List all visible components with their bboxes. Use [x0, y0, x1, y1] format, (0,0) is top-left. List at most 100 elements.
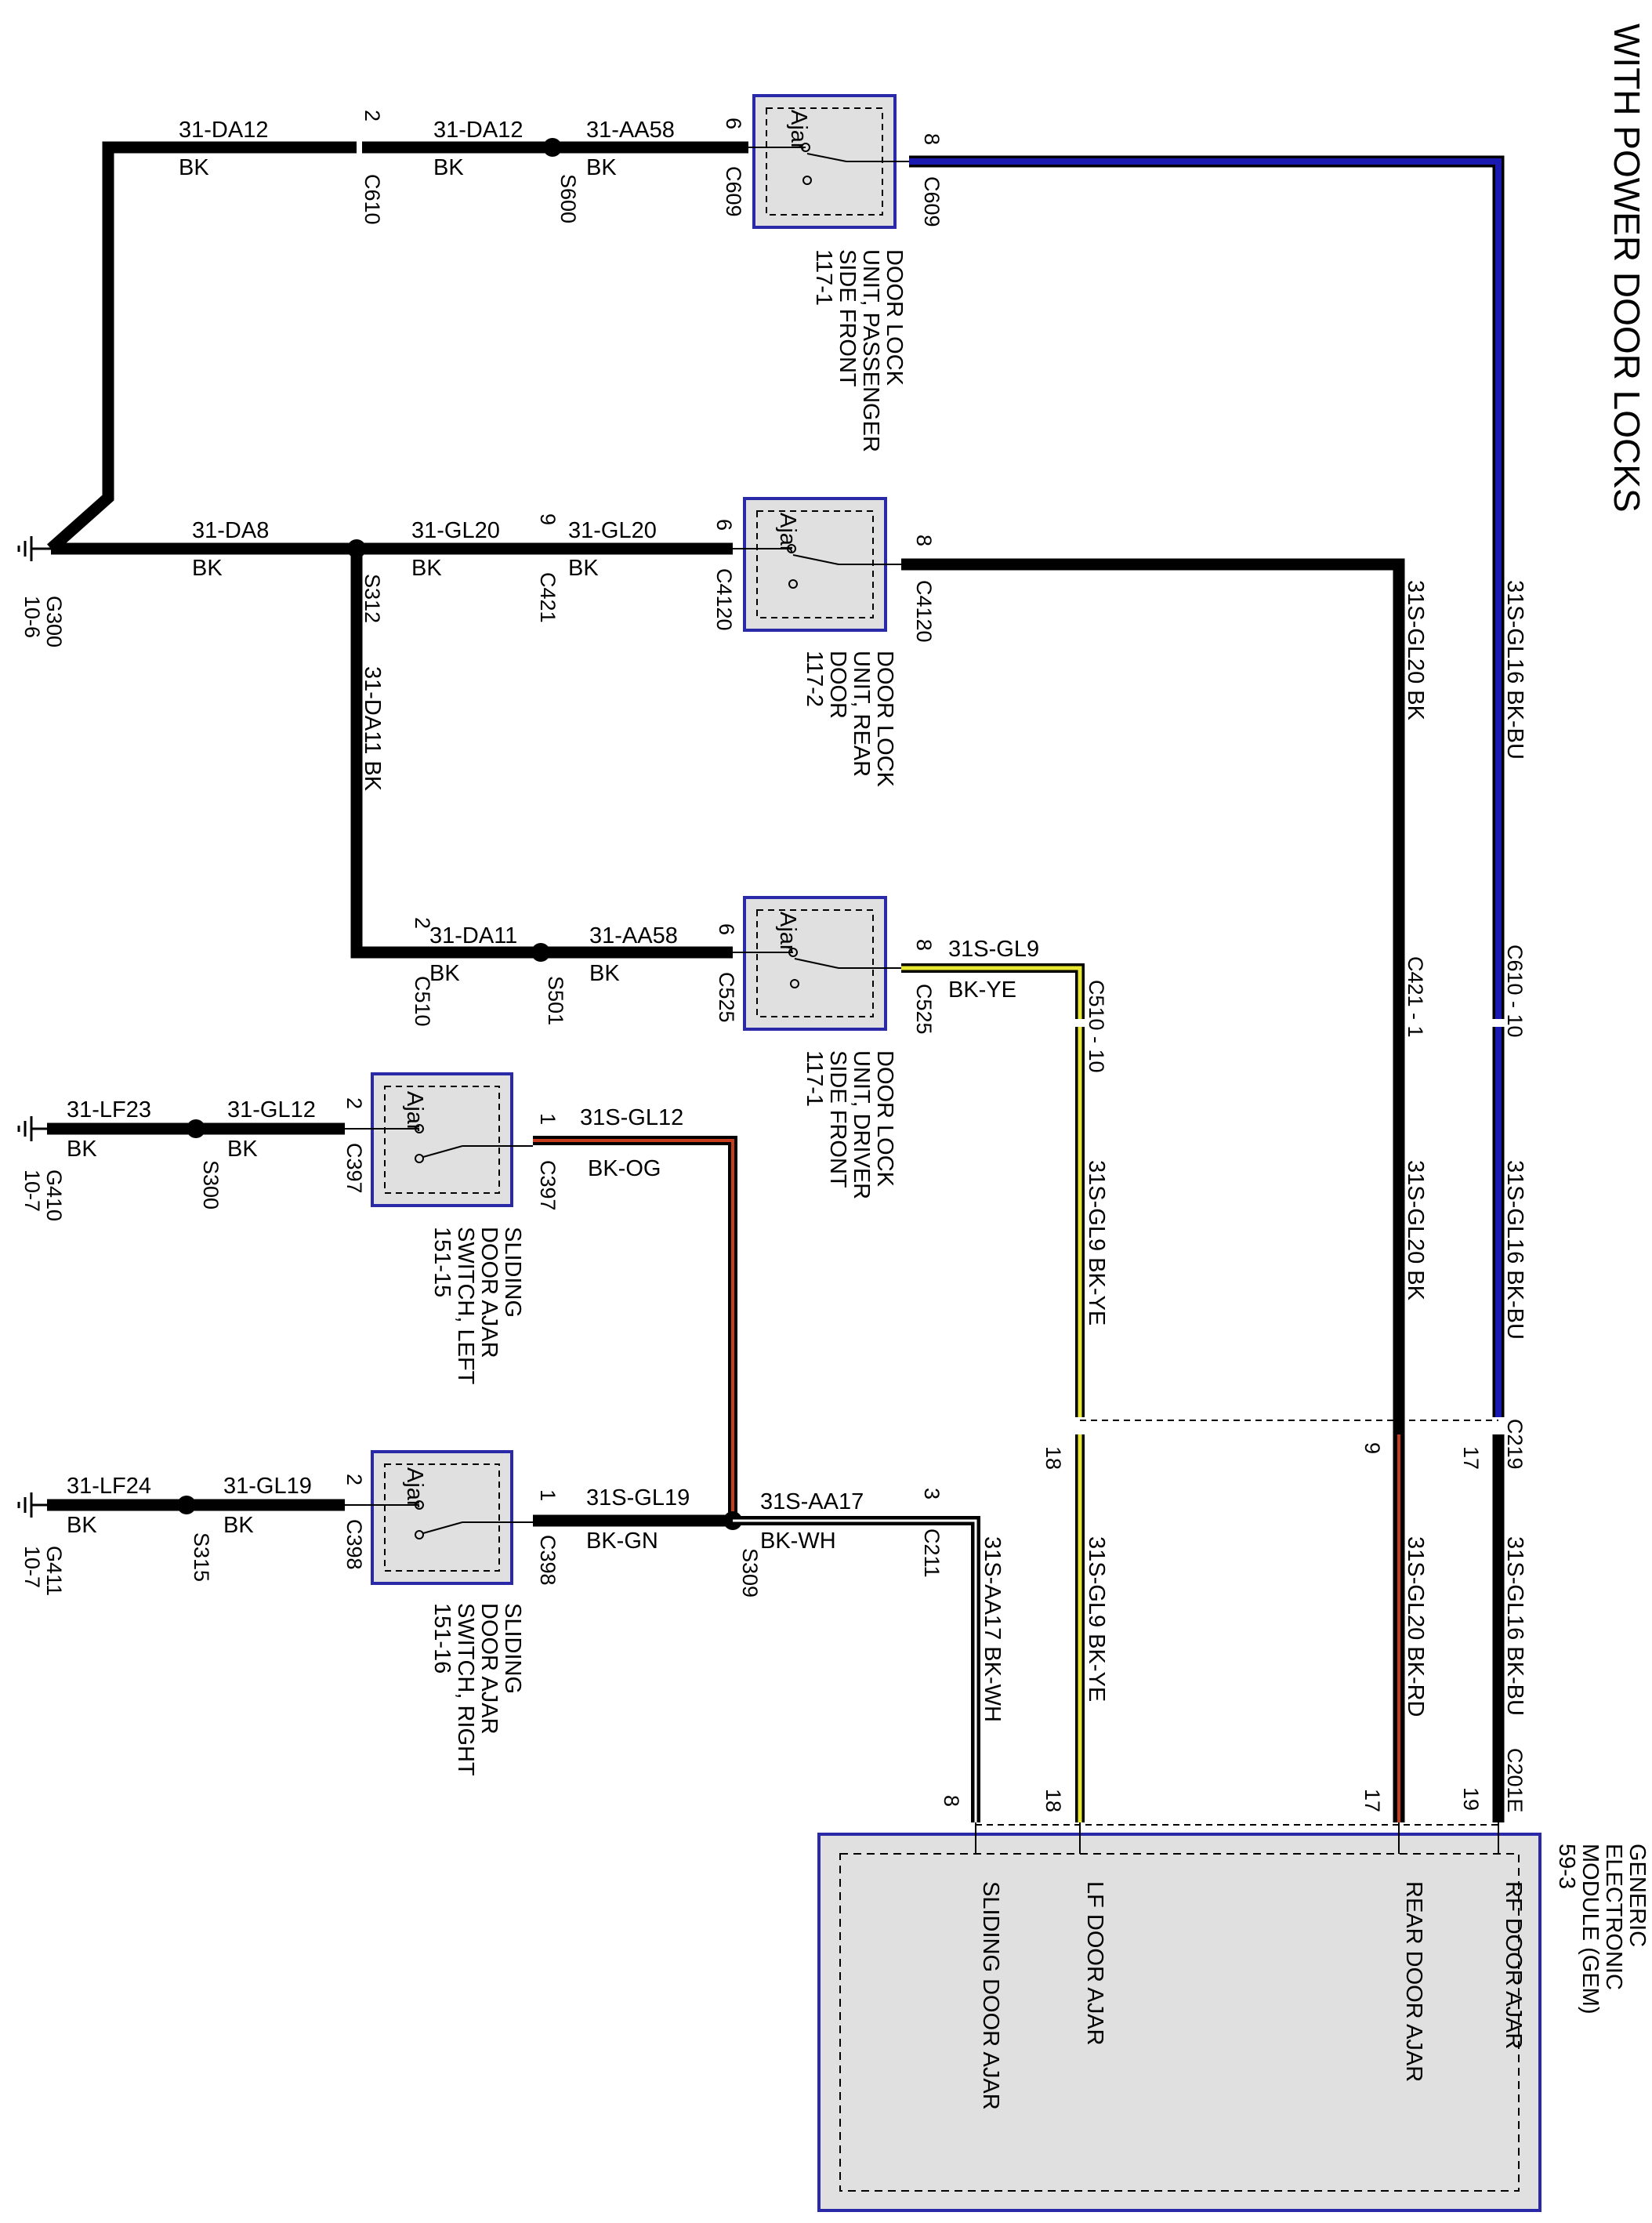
component-name-gem: GENERIC ELECTRONIC MODULE (GEM) 59-3: [1554, 1844, 1650, 2014]
wire-label-vertical: 31S-AA17 BK-WH: [980, 1536, 1005, 1722]
ground-g411-icon: [17, 1492, 47, 1518]
wire-31s-gl9-top: [901, 966, 1082, 1019]
pin-number: 1: [536, 1113, 560, 1125]
component-name-sliding-right: SLIDING DOOR AJAR SWITCH, RIGHT 151-16: [429, 1603, 525, 1776]
wire-label: 31S-GL9: [948, 937, 1039, 962]
svg-text:117-1: 117-1: [811, 249, 836, 306]
svg-text:59-3: 59-3: [1554, 1844, 1579, 1889]
gem-pin-label: REAR DOOR AJAR: [1401, 1881, 1426, 2082]
svg-text:117-1: 117-1: [802, 1050, 827, 1107]
svg-text:151-15: 151-15: [429, 1227, 455, 1297]
ground-symbols: [17, 536, 51, 1518]
wire-color-label: BK: [411, 556, 442, 581]
wire-label: 31S-GL12: [580, 1105, 683, 1130]
wire-label-vertical: 31S-GL16 BK-BU: [1502, 1536, 1527, 1716]
wire-color-label: BK: [179, 155, 209, 180]
wire-label: 31-LF23: [67, 1097, 151, 1122]
svg-text:UNIT, DRIVER: UNIT, DRIVER: [849, 1050, 874, 1199]
splice-s315: [177, 1496, 196, 1514]
wire-label-vertical: 31S-GL16 BK-BU: [1502, 1160, 1527, 1340]
connector-label: C525: [912, 984, 936, 1035]
wire-31s-gl16-top: [909, 158, 1502, 1019]
pin-number: 19: [1459, 1787, 1483, 1811]
connector-label: C609: [722, 166, 745, 217]
wire-31-da11-vertical: [350, 549, 408, 959]
pin-number: 2: [342, 1474, 366, 1485]
wire-label-vertical: 31-DA11 BK: [360, 666, 385, 792]
component-name-sliding-left: SLIDING DOOR AJAR SWITCH, LEFT 151-15: [429, 1227, 525, 1385]
splice-s501: [531, 943, 550, 962]
wire-color-label: BK: [192, 556, 223, 581]
wire-label: 31S-GL19: [586, 1485, 690, 1510]
wire-31s-gl20-top: [901, 558, 1405, 1442]
svg-text:SLIDING: SLIDING: [500, 1227, 525, 1318]
connector-label: C4120: [712, 568, 736, 631]
connector-label: C219: [1503, 1419, 1527, 1470]
pin-number: 17: [1360, 1789, 1384, 1812]
wire-label: 31-AA58: [589, 923, 678, 948]
svg-text:DOOR LOCK: DOOR LOCK: [872, 1050, 897, 1188]
switch-label: Ajar: [775, 912, 800, 952]
splice-label: S600: [556, 174, 580, 223]
connector-label: C610: [360, 174, 384, 225]
component-name-driver: DOOR LOCK UNIT, DRIVER SIDE FRONT 117-1: [802, 1050, 897, 1199]
wire-label: 31-LF24: [67, 1474, 151, 1499]
wire-label-vertical: 31S-GL16 BK-BU: [1502, 580, 1527, 760]
switch-label: Ajar: [402, 1467, 427, 1508]
wire-color-label: BK: [227, 1137, 258, 1162]
svg-text:GENERIC: GENERIC: [1625, 1844, 1650, 1947]
svg-text:DOOR LOCK: DOOR LOCK: [872, 651, 897, 788]
mid-vertical-wires: [976, 1027, 1505, 1826]
wire-label: 31-DA11: [429, 923, 517, 948]
circuit-driver-front: Ajar: [408, 896, 1085, 1031]
pin-number: 9: [1360, 1442, 1384, 1454]
pin-number: 3: [920, 1488, 944, 1500]
pin-number: 8: [912, 535, 936, 546]
gem-pin-label: LF DOOR AJAR: [1082, 1881, 1107, 2046]
svg-text:SIDE FRONT: SIDE FRONT: [825, 1050, 850, 1188]
circuit-sliding-right: Ajar: [47, 1450, 980, 1822]
pin-number: 17: [1459, 1446, 1483, 1470]
connector-label: C421 - 1: [1404, 956, 1427, 1038]
wire-label: 31-DA12: [433, 118, 523, 143]
wire-color-label: BK: [433, 155, 464, 180]
sliding-left-box: [371, 1072, 513, 1207]
pin-number: 2: [342, 1097, 366, 1109]
wire-31s-aa17: [733, 1519, 977, 1822]
component-name-rear: DOOR LOCK UNIT, REAR DOOR 117-2: [802, 651, 897, 788]
wire-color-label: BK-WH: [760, 1529, 836, 1554]
ground-label: G300: [42, 596, 66, 647]
wire-color-label: BK: [429, 961, 460, 986]
gem-module-box: [817, 1833, 1542, 2212]
connector-label: C525: [715, 972, 738, 1023]
splice-label: S312: [360, 574, 384, 623]
wire-31-da12-a: [47, 141, 357, 553]
pin-number: 2: [411, 917, 434, 929]
pin-number: 6: [712, 519, 736, 531]
wire-color-label: BK: [223, 1513, 254, 1538]
splice-label: S315: [190, 1532, 213, 1582]
wire-color-label: BK: [586, 155, 617, 180]
svg-text:DOOR AJAR: DOOR AJAR: [476, 1603, 502, 1735]
wire-color-label: BK: [67, 1513, 97, 1538]
connector-label: C421: [536, 572, 560, 623]
switch-label: Ajar: [775, 513, 800, 553]
ground-g410-icon: [17, 1116, 47, 1141]
wire-label: 31-AA58: [586, 118, 675, 143]
pin-number: 18: [1042, 1789, 1065, 1812]
svg-text:DOOR LOCK: DOOR LOCK: [882, 249, 907, 386]
wire-label: 31-GL12: [227, 1097, 316, 1122]
wire-color-label: BK-GN: [586, 1529, 658, 1554]
svg-text:SLIDING: SLIDING: [500, 1603, 525, 1694]
wire-label-vertical: 31S-GL20 BK: [1403, 1160, 1428, 1301]
wire-label: 31-DA12: [179, 118, 268, 143]
connector-label: C510 - 10: [1085, 980, 1108, 1073]
ground-label: 10-7: [20, 1546, 44, 1588]
connector-label: C510: [411, 976, 434, 1027]
component-name-passenger: DOOR LOCK UNIT, PASSENGER SIDE FRONT 117…: [811, 249, 907, 452]
pin-number: 8: [940, 1795, 963, 1807]
wire-color-label: BK-OG: [588, 1156, 661, 1181]
wire-label-vertical: 31S-GL20 BK: [1403, 580, 1428, 721]
pin-number: 6: [722, 118, 745, 129]
